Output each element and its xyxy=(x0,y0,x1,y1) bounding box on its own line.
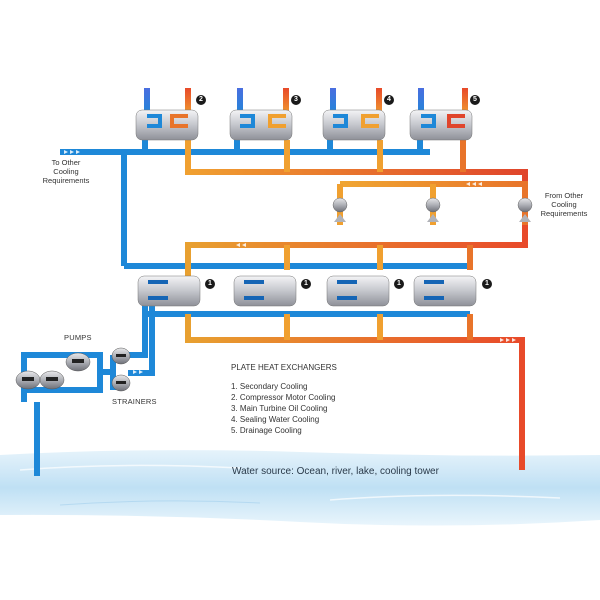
pump-1 xyxy=(15,370,41,390)
valve-b xyxy=(425,197,441,222)
legend-item: 4. Sealing Water Cooling xyxy=(231,415,320,424)
pumps-label: PUMPS xyxy=(64,333,92,342)
pump-2 xyxy=(39,370,65,390)
legend-item: 5. Drainage Cooling xyxy=(231,426,302,435)
strainer-group xyxy=(111,347,131,392)
badge-hx-1b: 1 xyxy=(301,279,311,289)
flow-arrows xyxy=(64,150,516,374)
strainers-label: STRAINERS xyxy=(112,397,157,406)
badge-hx-1a: 1 xyxy=(205,279,215,289)
legend-title: PLATE HEAT EXCHANGERS xyxy=(231,363,337,372)
water-source-label: Water source: Ocean, river, lake, coolin… xyxy=(232,466,439,477)
hot-return-top xyxy=(185,152,528,182)
pump-3 xyxy=(65,352,91,372)
pump-manifold xyxy=(21,352,103,402)
heat-exchanger-4 xyxy=(322,88,386,141)
heat-exchanger-1d xyxy=(413,275,477,307)
heat-exchanger-5 xyxy=(409,88,473,141)
top-exchanger-row xyxy=(135,88,473,141)
heat-exchanger-3 xyxy=(229,88,293,141)
to-other-label: To Other Cooling Requirements xyxy=(42,158,90,185)
heat-exchanger-1c xyxy=(326,275,390,307)
legend-item: 3. Main Turbine Oil Cooling xyxy=(231,404,328,413)
heat-exchanger-1a xyxy=(137,275,201,307)
pump-group xyxy=(15,352,91,390)
legend-item: 2. Compressor Motor Cooling xyxy=(231,393,336,402)
strainer-1 xyxy=(111,347,131,365)
valve-a xyxy=(332,197,348,222)
legend: PLATE HEAT EXCHANGERS 1. Secondary Cooli… xyxy=(231,362,337,436)
discharge-header xyxy=(185,314,525,470)
badge-hx-1d: 1 xyxy=(482,279,492,289)
control-valves xyxy=(332,197,533,222)
badge-hx-3: 3 xyxy=(291,95,301,105)
from-other-label: From Other Cooling Requirements xyxy=(540,191,588,218)
legend-item: 1. Secondary Cooling xyxy=(231,382,308,391)
heat-exchanger-1b xyxy=(233,275,297,307)
water-source xyxy=(0,450,600,526)
valve-c xyxy=(517,197,533,222)
badge-hx-1c: 1 xyxy=(394,279,404,289)
warm-header-bottom xyxy=(185,225,528,290)
badge-hx-4: 4 xyxy=(384,95,394,105)
badge-hx-2: 2 xyxy=(196,95,206,105)
badge-hx-5: 5 xyxy=(470,95,480,105)
heat-exchanger-2 xyxy=(135,88,199,141)
bottom-exchanger-row xyxy=(137,275,477,307)
strainer-2 xyxy=(111,374,131,392)
